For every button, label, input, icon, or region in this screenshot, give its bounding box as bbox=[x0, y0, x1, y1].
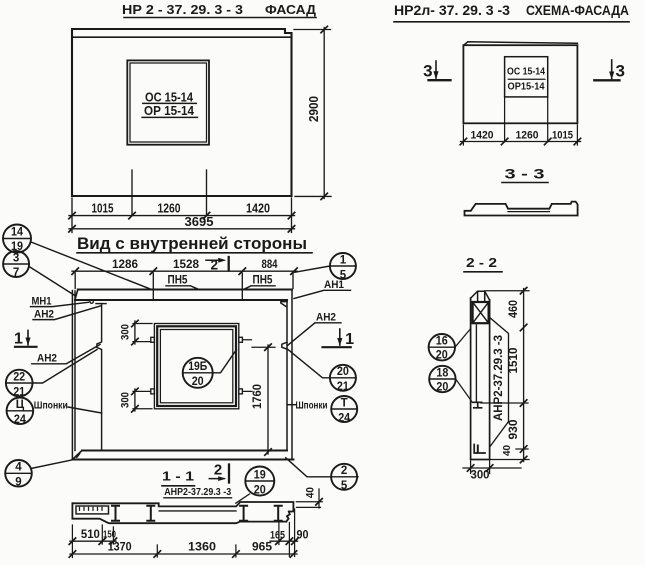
svg-text:НР 2 - 37. 29. 3 - 3: НР 2 - 37. 29. 3 - 3 bbox=[122, 2, 243, 17]
svg-text:4: 4 bbox=[15, 462, 22, 474]
svg-text:20: 20 bbox=[337, 366, 349, 378]
svg-text:МН1: МН1 bbox=[32, 296, 52, 308]
svg-text:16: 16 bbox=[436, 336, 448, 348]
svg-text:ОР 15-14: ОР 15-14 bbox=[144, 104, 194, 118]
svg-text:1286: 1286 bbox=[112, 257, 138, 271]
svg-text:1510: 1510 bbox=[506, 347, 520, 373]
svg-text:19Б: 19Б bbox=[188, 361, 207, 373]
svg-text:21: 21 bbox=[13, 386, 26, 398]
svg-text:930: 930 bbox=[506, 419, 520, 439]
svg-text:510: 510 bbox=[81, 527, 100, 541]
svg-text:1260: 1260 bbox=[516, 129, 539, 141]
svg-text:40: 40 bbox=[502, 445, 513, 456]
svg-text:460: 460 bbox=[506, 300, 520, 318]
svg-text:7: 7 bbox=[13, 267, 19, 279]
svg-text:2900: 2900 bbox=[307, 96, 321, 122]
svg-text:АН1: АН1 bbox=[324, 279, 344, 291]
svg-text:АН2: АН2 bbox=[34, 309, 54, 321]
svg-text:20: 20 bbox=[436, 350, 448, 362]
svg-text:884: 884 bbox=[262, 257, 278, 271]
svg-text:2: 2 bbox=[211, 258, 219, 273]
svg-text:2: 2 bbox=[214, 461, 222, 478]
svg-text:ОС 15-14: ОС 15-14 bbox=[507, 67, 545, 78]
svg-text:300: 300 bbox=[120, 324, 132, 340]
svg-text:9: 9 bbox=[15, 477, 21, 489]
svg-text:22: 22 bbox=[13, 371, 25, 383]
svg-text:1420: 1420 bbox=[471, 129, 494, 141]
svg-text:20: 20 bbox=[192, 376, 204, 388]
svg-text:Шпонки: Шпонки bbox=[296, 400, 328, 412]
svg-text:ПН5: ПН5 bbox=[168, 275, 189, 287]
svg-text:20: 20 bbox=[436, 381, 448, 393]
svg-text:1260: 1260 bbox=[158, 202, 181, 216]
svg-text:3 - 3: 3 - 3 bbox=[505, 167, 546, 182]
svg-text:1 - 1: 1 - 1 bbox=[162, 469, 194, 484]
svg-text:ФАСАД: ФАСАД bbox=[265, 2, 317, 17]
svg-text:1528: 1528 bbox=[173, 257, 199, 271]
svg-text:АН2: АН2 bbox=[316, 312, 336, 324]
svg-text:19: 19 bbox=[254, 469, 266, 481]
svg-text:Т: Т bbox=[341, 397, 348, 409]
svg-text:3: 3 bbox=[13, 253, 19, 265]
svg-text:5: 5 bbox=[341, 480, 348, 492]
svg-text:АНР2-37.29.3 -3: АНР2-37.29.3 -3 bbox=[493, 335, 505, 421]
svg-text:ОС 15-14: ОС 15-14 bbox=[145, 90, 193, 104]
svg-text:5: 5 bbox=[340, 269, 347, 281]
svg-text:3695: 3695 bbox=[185, 215, 214, 229]
svg-text:19: 19 bbox=[11, 241, 23, 253]
svg-text:1370: 1370 bbox=[108, 540, 132, 554]
svg-text:2 - 2: 2 - 2 bbox=[466, 255, 497, 270]
svg-text:21: 21 bbox=[337, 381, 350, 393]
svg-text:СХЕМА-ФАСАДА: СХЕМА-ФАСАДА bbox=[526, 3, 629, 18]
svg-text:40: 40 bbox=[305, 487, 317, 498]
svg-text:300: 300 bbox=[120, 392, 132, 408]
svg-text:2: 2 bbox=[341, 465, 347, 477]
svg-text:24: 24 bbox=[338, 412, 351, 424]
svg-text:1015: 1015 bbox=[552, 129, 573, 141]
svg-text:Ц: Ц bbox=[16, 399, 25, 411]
svg-text:1760: 1760 bbox=[250, 384, 264, 409]
svg-text:150: 150 bbox=[103, 529, 116, 541]
svg-text:АНР2-37.29.3 -3: АНР2-37.29.3 -3 bbox=[164, 486, 231, 498]
svg-text:Вид с внутренней стороны: Вид с внутренней стороны bbox=[77, 235, 307, 253]
svg-text:ПН5: ПН5 bbox=[253, 275, 274, 287]
svg-text:3: 3 bbox=[423, 61, 432, 80]
svg-text:1420: 1420 bbox=[246, 202, 270, 216]
svg-text:20: 20 bbox=[254, 484, 266, 496]
svg-text:965: 965 bbox=[252, 540, 272, 554]
svg-text:1015: 1015 bbox=[92, 202, 114, 216]
svg-text:18: 18 bbox=[436, 367, 449, 379]
svg-text:3: 3 bbox=[615, 61, 624, 80]
svg-text:ОР15-14: ОР15-14 bbox=[508, 82, 545, 93]
svg-text:24: 24 bbox=[14, 414, 27, 426]
svg-text:1360: 1360 bbox=[188, 540, 216, 554]
svg-text:14: 14 bbox=[11, 227, 24, 239]
svg-text:НР2л- 37. 29. 3 -3: НР2л- 37. 29. 3 -3 bbox=[394, 3, 511, 18]
svg-text:90: 90 bbox=[297, 528, 309, 542]
svg-text:Шпонки: Шпонки bbox=[34, 400, 68, 412]
svg-text:1: 1 bbox=[345, 331, 354, 348]
svg-text:АН2: АН2 bbox=[37, 353, 57, 365]
svg-text:1: 1 bbox=[340, 254, 347, 266]
svg-text:1: 1 bbox=[14, 331, 23, 348]
svg-text:300: 300 bbox=[471, 468, 490, 482]
svg-text:165: 165 bbox=[270, 530, 285, 542]
